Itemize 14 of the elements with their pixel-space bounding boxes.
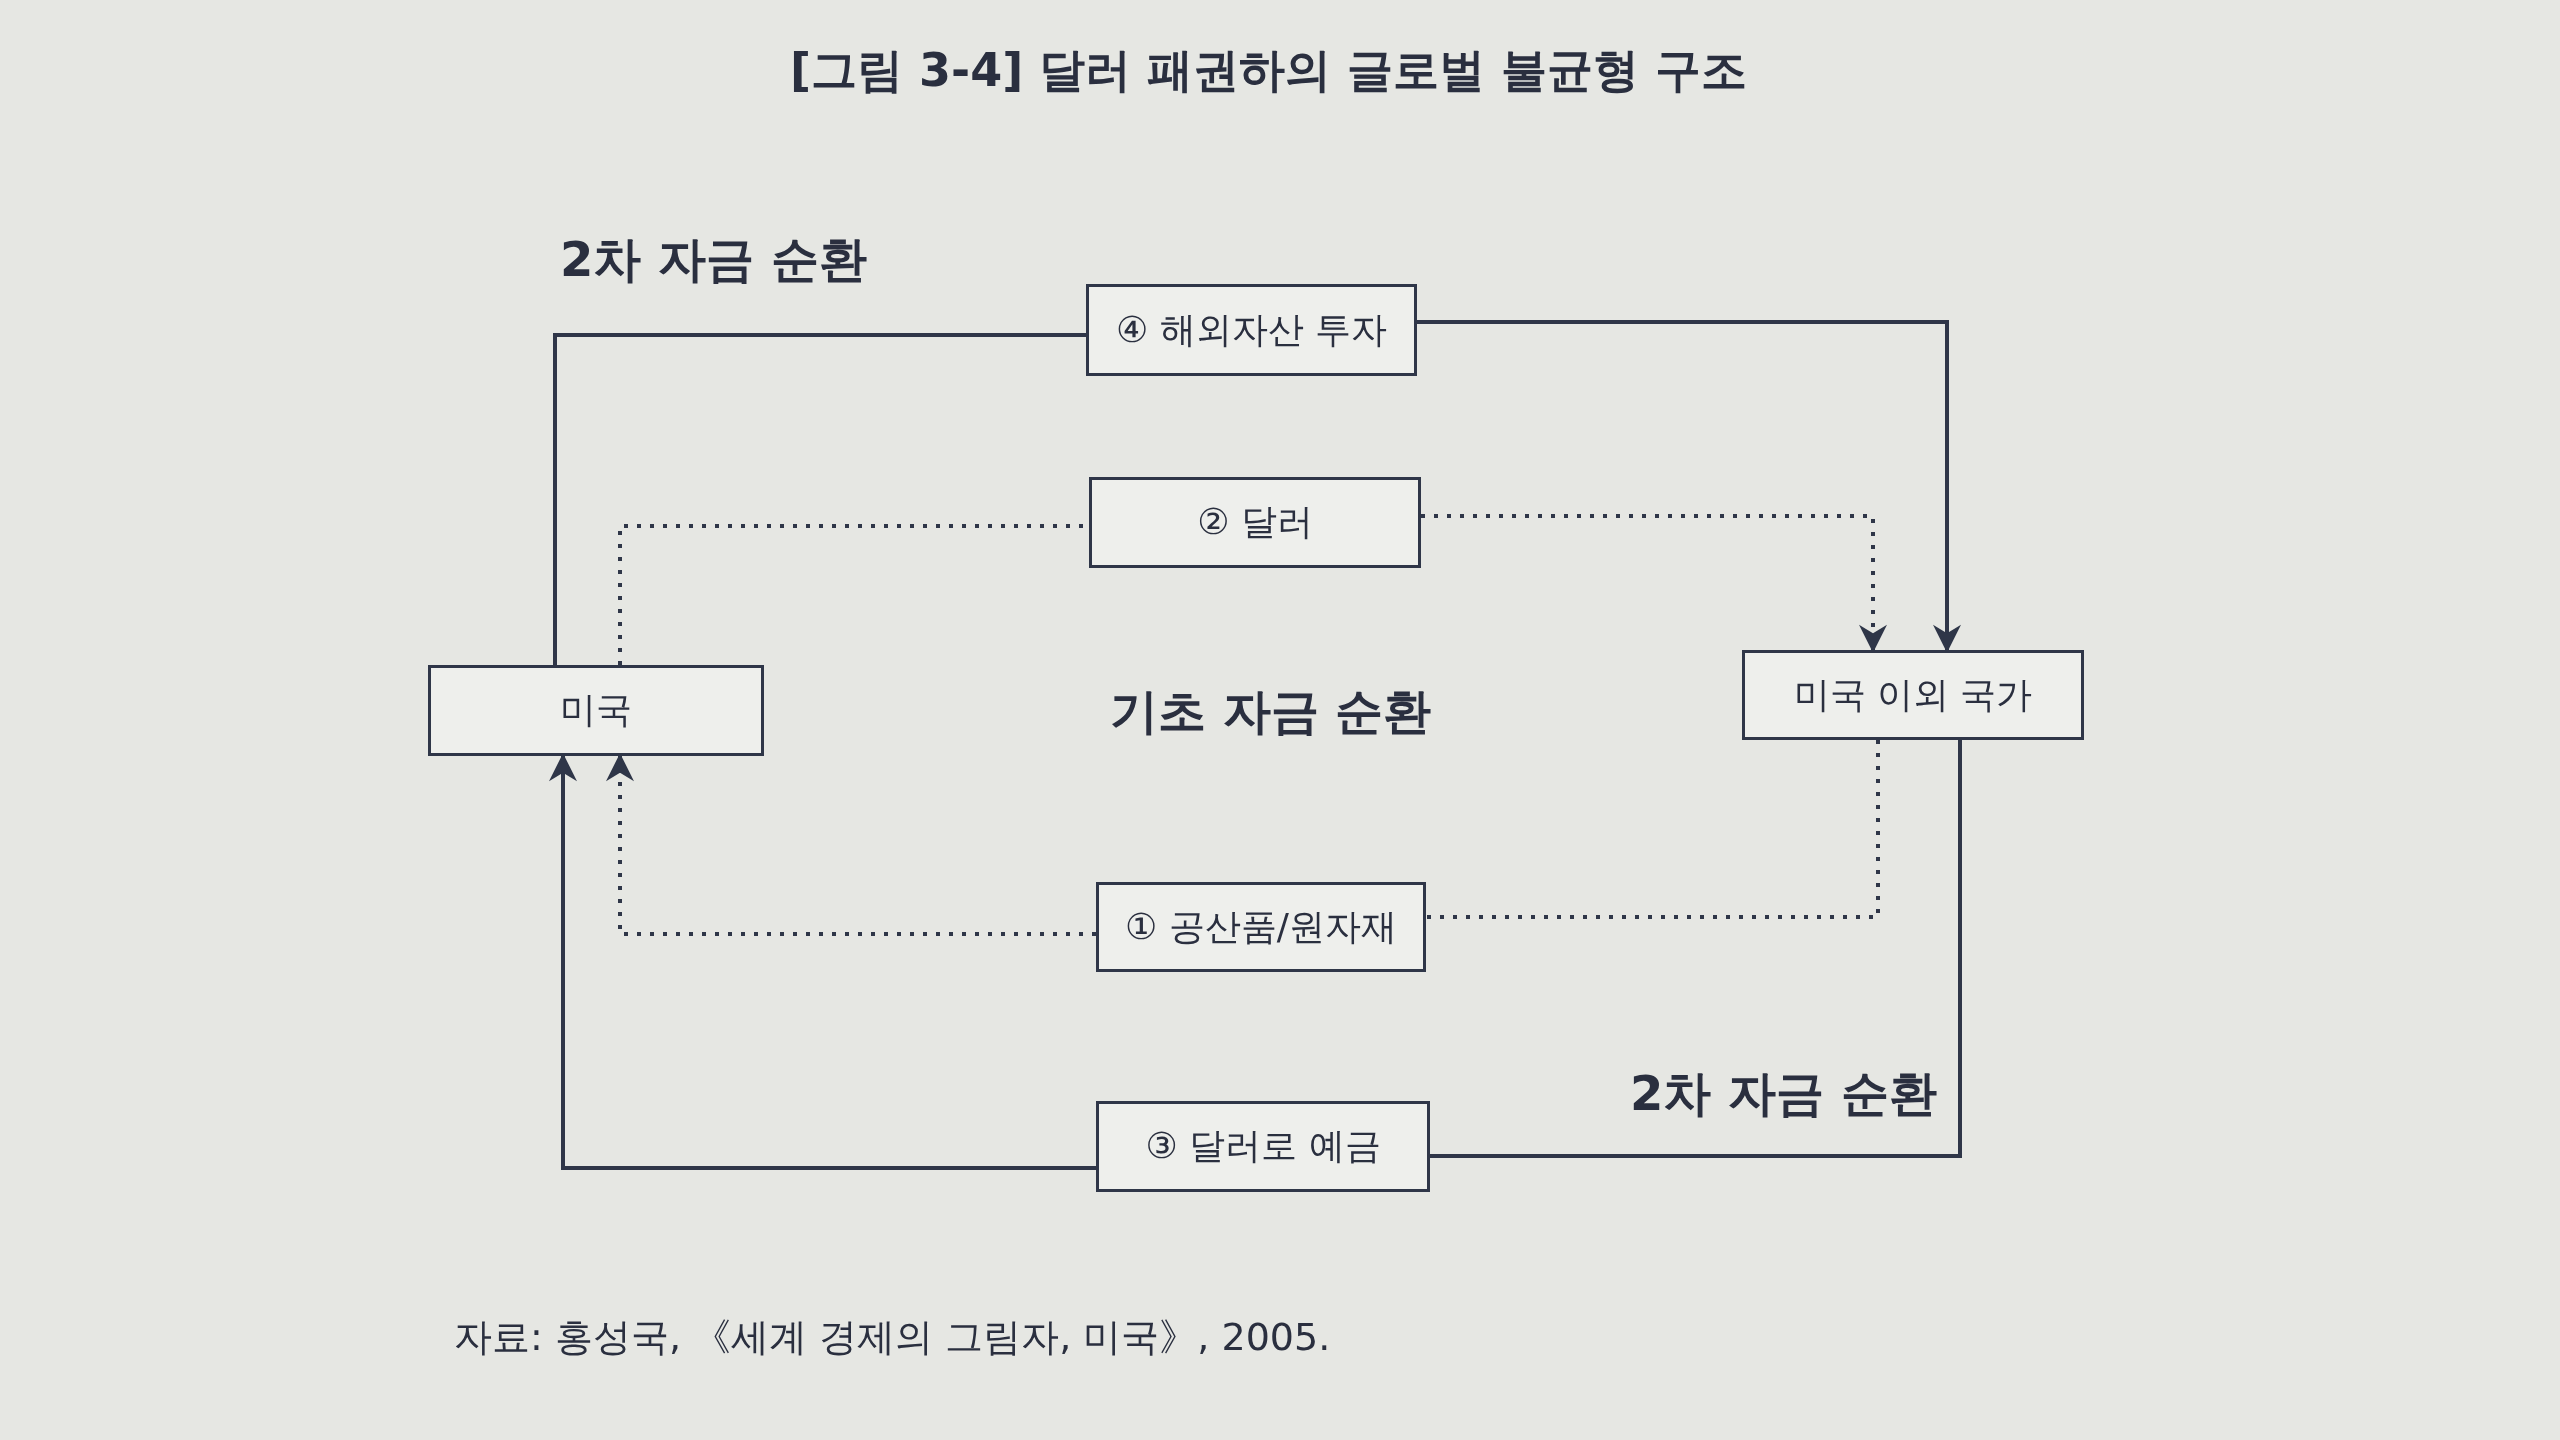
connector-line	[553, 333, 1086, 665]
label-box: 미국 이외 국가	[1742, 650, 2084, 740]
figure-title: [그림 3-4] 달러 패권하의 글로벌 불균형 구조	[790, 42, 1748, 99]
source-caption: 자료: 홍성국, 《세계 경제의 그림자, 미국》, 2005.	[454, 1314, 1331, 1361]
connector-line	[1430, 740, 1962, 1158]
label-box: ③ 달러로 예금	[1096, 1101, 1430, 1192]
label-box: 미국	[428, 665, 764, 756]
connector-line	[1426, 740, 1880, 919]
label-box: ④ 해외자산 투자	[1086, 284, 1417, 376]
flow-label: 2차 자금 순환	[560, 230, 867, 289]
label-box: ① 공산품/원자재	[1096, 882, 1426, 972]
flow-label: 기초 자금 순환	[1110, 682, 1432, 741]
flow-label: 2차 자금 순환	[1630, 1064, 1937, 1123]
label-box: ② 달러	[1089, 477, 1421, 568]
